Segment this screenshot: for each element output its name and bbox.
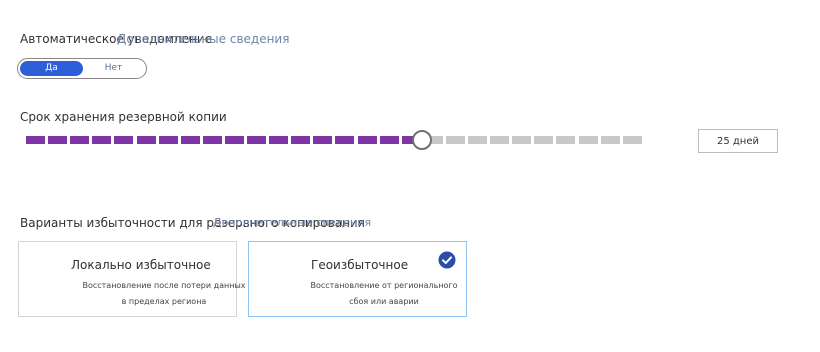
slider-segment-filled [224,136,244,144]
auto-renewal-label: Автоматическое уведомление [20,32,212,46]
auto-renewal-toggle[interactable]: Да Нет [17,58,147,79]
slider-segment-empty [534,136,554,144]
card-description-line: в пределах региона [121,297,207,306]
slider-segment-empty [490,136,510,144]
slider-segment-empty [600,136,620,144]
slider-segment-filled [158,136,178,144]
slider-segment-filled [269,136,289,144]
slider-segment-filled [92,136,112,144]
checkmark-icon [438,251,456,269]
slider-segment-filled [335,136,355,144]
slider-thumb[interactable] [411,130,432,150]
toggle-option-no[interactable]: Нет [104,63,123,73]
redundancy-label: Варианты избыточности для резервного коп… [20,216,365,230]
slider-segment-filled [180,136,200,144]
card-title: Геоизбыточное [311,258,409,272]
card-description-line: Восстановление после потери данных [82,281,246,290]
slider-segment-filled [70,136,90,144]
slider-segment-empty [512,136,532,144]
slider-segment-filled [202,136,222,144]
card-title: Локально избыточное [71,258,211,272]
redundancy-card-local[interactable]: Локально избыточное Восстановление после… [18,241,246,317]
slider-segment-empty [445,136,465,144]
auto-renewal-learn-more-link[interactable]: Дополнительные сведения [117,32,290,46]
card-description-line: Восстановление от регионального [310,281,458,290]
card-description: Восстановление после потери данных в пре… [79,278,249,310]
redundancy-card-geo[interactable]: Геоизбыточное Восстановление от регионал… [248,241,467,317]
card-description: Восстановление от регионального сбоя или… [309,278,459,310]
retention-slider[interactable] [26,129,646,151]
slider-segment-filled [114,136,134,144]
toggle-option-yes[interactable]: Да [20,61,83,76]
slider-segment-filled [26,136,45,144]
retention-label: Срок хранения резервной копии [20,110,227,124]
card-description-line: сбоя или аварии [349,297,419,306]
slider-segment-filled [136,136,156,144]
slider-segment-filled [401,136,421,144]
slider-segment-filled [379,136,399,144]
slider-segment-filled [48,136,68,144]
slider-segment-empty [556,136,576,144]
slider-segment-empty [423,136,443,144]
slider-segment-filled [357,136,377,144]
slider-segment-empty [468,136,487,144]
retention-days-input[interactable]: 25 дней [698,129,778,153]
slider-segment-filled [313,136,333,144]
slider-segment-filled [291,136,311,144]
slider-segment-filled [247,136,266,144]
redundancy-learn-more-link[interactable]: Дополнительные сведения [213,216,372,229]
slider-segment-empty [622,136,642,144]
slider-segment-empty [578,136,598,144]
